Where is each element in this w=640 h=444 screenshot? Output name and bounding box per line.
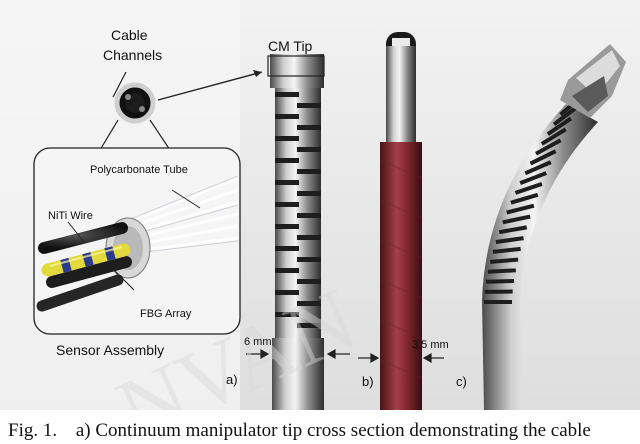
notch	[297, 213, 321, 218]
manipulator-a	[267, 54, 325, 410]
label-polycarbonate-tube: Polycarbonate Tube	[90, 164, 188, 176]
notch	[492, 246, 521, 254]
notch	[297, 279, 321, 284]
notch	[275, 268, 299, 273]
cable-channels-arrow	[157, 71, 263, 101]
notch	[502, 214, 531, 225]
caption-number: Fig. 1.	[8, 420, 58, 441]
dimension-6mm	[246, 348, 350, 360]
notch	[484, 300, 512, 304]
notch	[275, 312, 299, 317]
figure-caption: Fig. 1. a) Continuum manipulator tip cro…	[8, 420, 640, 442]
notch	[297, 301, 321, 306]
notch	[297, 257, 321, 262]
notch	[275, 92, 299, 97]
notch	[524, 160, 552, 176]
notch	[297, 147, 321, 152]
notch	[297, 169, 321, 174]
notch	[540, 127, 567, 146]
notch	[275, 180, 299, 185]
notch	[275, 158, 299, 163]
notch	[485, 278, 515, 284]
notch	[487, 268, 516, 274]
notch	[489, 257, 519, 264]
caption-text: a) Continuum manipulator tip cross secti…	[75, 420, 591, 441]
label-panel-c: c)	[456, 374, 467, 389]
notch	[275, 136, 299, 141]
notch	[519, 171, 548, 185]
notch	[546, 116, 573, 136]
label-niti-wire: NiTi Wire	[48, 210, 93, 222]
notch	[510, 192, 539, 205]
label-panel-b: b)	[362, 374, 374, 389]
label-dim-3-5mm: 3.5 mm	[412, 339, 449, 351]
notch	[495, 236, 524, 245]
manipulator-b	[379, 32, 423, 410]
manipulator-c	[482, 44, 626, 410]
sensor-assembly-panel	[33, 147, 241, 335]
notch	[529, 149, 557, 166]
notch	[297, 235, 321, 240]
notch	[297, 191, 321, 196]
notch	[506, 203, 535, 215]
notch	[275, 224, 299, 229]
label-channels: Channels	[103, 47, 163, 63]
label-panel-a: a)	[226, 372, 238, 387]
notch	[275, 246, 299, 251]
figure-illustration: NVAN	[0, 0, 640, 410]
dimension-3-5mm	[358, 352, 444, 364]
notch	[275, 114, 299, 119]
label-cable: Cable	[111, 27, 148, 43]
notch	[552, 105, 578, 126]
cable-channels-cross-section	[99, 71, 171, 151]
label-fbg-array: FBG Array	[140, 308, 192, 320]
notch	[297, 125, 321, 130]
notch	[297, 103, 321, 108]
notch	[275, 202, 299, 207]
notch	[297, 323, 321, 328]
label-sensor-assembly: Sensor Assembly	[56, 342, 165, 358]
notch	[535, 138, 562, 156]
label-dim-6mm: 6 mm	[244, 336, 272, 348]
notch	[275, 290, 299, 295]
label-cm-tip: CM Tip	[268, 38, 313, 54]
notch	[484, 289, 513, 294]
notch	[514, 182, 543, 195]
notch	[498, 225, 528, 235]
